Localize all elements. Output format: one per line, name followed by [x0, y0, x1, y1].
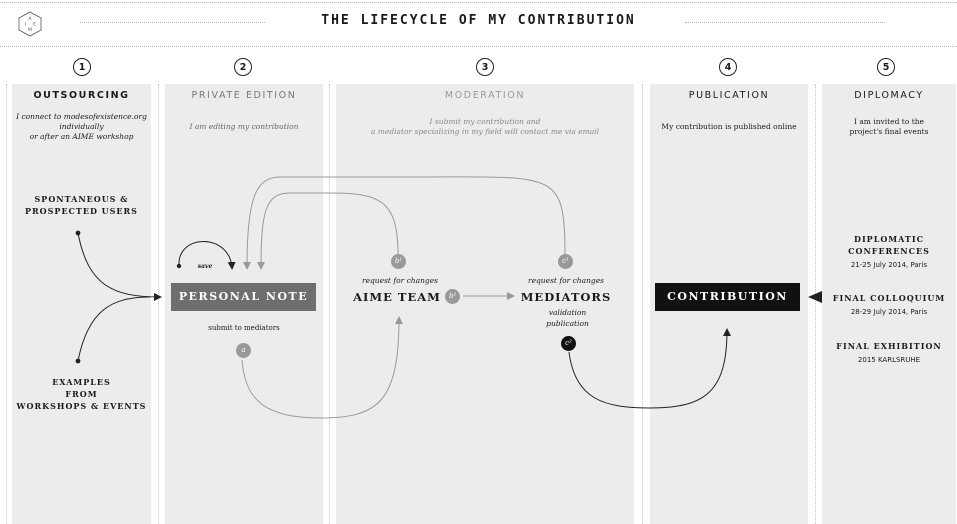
heading-outsourcing: OUTSOURCING [33, 90, 130, 101]
subtitle-diplomacy: I am invited to the project's final even… [822, 117, 956, 137]
examples-label: EXAMPLES FROM WORKSHOPS & EVENTS [12, 376, 151, 412]
submit-to-mediators-label: submit to mediators [208, 324, 280, 332]
mediators-label: MEDIATORS [520, 290, 612, 304]
heading-publication: PUBLICATION [688, 90, 770, 101]
event-name: DIPLOMATIC [854, 234, 924, 244]
divider [642, 84, 643, 524]
step-number-2: 2 [234, 58, 252, 76]
personal-note-box[interactable]: PERSONAL NOTE [171, 283, 316, 311]
divider [6, 84, 7, 524]
label-line: EXAMPLES [52, 377, 111, 387]
diplomacy-arrow [808, 291, 822, 303]
logo-letter: M [28, 27, 32, 33]
final-colloquium-date: 28-29 July 2014, Paris [850, 308, 928, 316]
user-entry-arrows [75, 230, 162, 364]
subtitle-line: I am invited to the [853, 117, 924, 126]
heading-diplomacy: DIPLOMACY [854, 90, 924, 101]
aime-hexagon-logo-icon: A I E M [18, 11, 42, 37]
divider [329, 84, 330, 524]
logo-letter: A [28, 16, 32, 22]
step-number-5: 5 [877, 58, 895, 76]
final-colloquium-event: FINAL COLLOQUIUM [822, 292, 956, 304]
diplomatic-conferences-date: 21-25 July 2014, Paris [850, 261, 928, 269]
subtitle-line: or after an AIME workshop [29, 132, 134, 141]
subtitle-line: project's final events [849, 127, 929, 136]
logo-letter: E [33, 22, 36, 28]
heading-private-edition: PRIVATE EDITION [191, 90, 297, 101]
heading-moderation: MODERATION [444, 90, 526, 101]
label-line: FROM [65, 389, 98, 399]
publication-label: publication [546, 319, 589, 328]
subtitle-outsourcing: I connect to modesofexistence.org indivi… [12, 112, 151, 142]
column-moderation-bg [336, 84, 634, 524]
logo-letter: I [25, 22, 26, 28]
column-outsourcing-bg [12, 84, 151, 524]
step-number-3: 3 [476, 58, 494, 76]
page-title: THE LIFECYCLE OF MY CONTRIBUTION [321, 13, 636, 28]
save-loop-arrow [176, 241, 236, 270]
divider [158, 84, 159, 524]
request-changes-label-2: request for changes [527, 276, 605, 285]
bubble-c1: c¹ [558, 254, 573, 269]
bubble-b2: b² [445, 289, 460, 304]
step-number-1: 1 [73, 58, 91, 76]
diplomatic-conferences-event: DIPLOMATIC CONFERENCES [822, 233, 956, 257]
column-diplomacy-bg [822, 84, 956, 524]
publish-arrow [568, 328, 731, 409]
final-exhibition-event: FINAL EXHIBITION [822, 340, 956, 352]
step-number-4: 4 [719, 58, 737, 76]
save-label: save [197, 263, 213, 270]
event-name: FINAL COLLOQUIUM [832, 293, 946, 303]
subtitle-publication: My contribution is published online [650, 122, 808, 132]
subtitle-private-edition: I am editing my contribution [165, 122, 323, 132]
contribution-box[interactable]: CONTRIBUTION [655, 283, 800, 311]
subtitle-moderation: I submit my contribution and a mediator … [336, 117, 634, 137]
request-changes-label-1: request for changes [361, 276, 439, 285]
title-rule-left [80, 22, 265, 23]
subtitle-line: individually [59, 122, 104, 131]
label-line: PROSPECTED USERS [25, 206, 138, 216]
bubble-c2: c² [561, 336, 576, 351]
subtitle-line: I submit my contribution and [429, 117, 541, 126]
label-line: SPONTANEOUS & [34, 194, 129, 204]
divider [815, 84, 816, 524]
bubble-a: a [236, 343, 251, 358]
validation-label: validation [548, 308, 587, 317]
subtitle-line: a mediator specializing in my field will… [370, 127, 600, 136]
subtitle-line: I connect to modesofexistence.org [16, 112, 147, 121]
bubble-b1: b¹ [391, 254, 406, 269]
spontaneous-users-label: SPONTANEOUS & PROSPECTED USERS [12, 193, 151, 217]
final-exhibition-date: 2015 KARLSRUHE [857, 356, 921, 364]
bottom-dotted-rule [0, 46, 957, 47]
label-line: WORKSHOPS & EVENTS [16, 401, 147, 411]
title-rule-right [685, 22, 885, 23]
event-name: FINAL EXHIBITION [836, 341, 942, 351]
subtitle-line: My contribution is published online [661, 122, 797, 131]
subtitle-line: I am editing my contribution [189, 122, 299, 131]
request-changes-arrows [243, 176, 566, 270]
aime-team-label: AIME TEAM [353, 290, 441, 304]
top-dotted-rule [0, 2, 957, 3]
event-name: CONFERENCES [848, 246, 930, 256]
submit-arrow [241, 316, 403, 419]
